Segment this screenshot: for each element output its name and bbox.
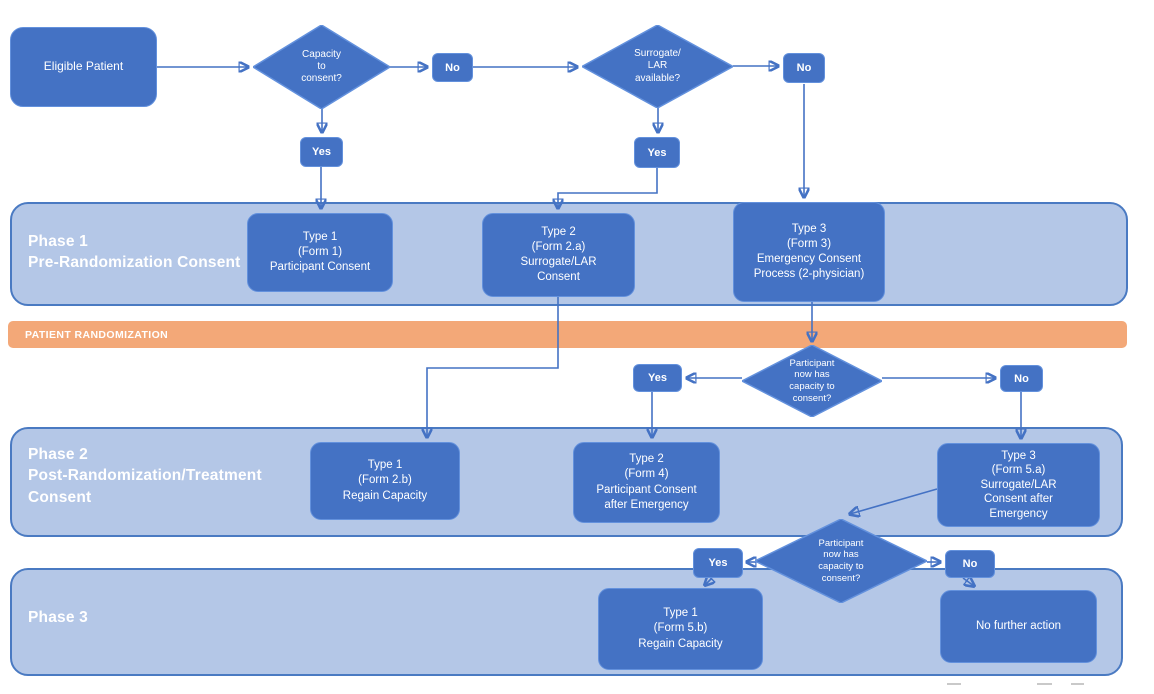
diamond-shape [755, 519, 927, 603]
surrogate-yes-tag: Yes [634, 137, 680, 168]
page-edge-dash [1037, 683, 1052, 685]
patient-randomization-label: PATIENT RANDOMIZATION [25, 328, 169, 341]
diamond-shape [582, 25, 733, 108]
capacity-decision: Capacity to consent? [253, 25, 390, 109]
patient-randomization-banner: PATIENT RANDOMIZATION [8, 321, 1127, 348]
no-further-action-node: No further action [940, 590, 1097, 663]
phase3-title: Phase 3 [28, 609, 88, 626]
phase2-title: Phase 2 Post-Randomization/Treatment Con… [28, 446, 262, 506]
capacity-post-randomization-label: Participant now has capacity to consent? [789, 357, 835, 404]
capacity-post-randomization-decision: Participant now has capacity to consent? [742, 345, 882, 417]
capacity-phase3-label: Participant now has capacity to consent? [818, 537, 864, 584]
type3-form5a-node: Type 3 (Form 5.a) Surrogate/LAR Consent … [937, 443, 1100, 527]
diamond-shape [742, 345, 882, 417]
eligible-patient-node: Eligible Patient [10, 27, 157, 107]
post-randomization-no-tag: No [1000, 365, 1043, 392]
phase3-band [10, 568, 1123, 676]
phase1-title: Phase 1 Pre-Randomization Consent [28, 233, 241, 272]
type1-form1-node: Type 1 (Form 1) Participant Consent [247, 213, 393, 292]
type1-form2b-node: Type 1 (Form 2.b) Regain Capacity [310, 442, 460, 520]
capacity-no-tag: No [432, 53, 473, 82]
page-edge-dash [947, 683, 961, 685]
capacity-decision-label: Capacity to consent? [301, 48, 342, 85]
diamond-shape [253, 25, 390, 109]
phase3-yes-tag: Yes [693, 548, 743, 578]
type2-form4-node: Type 2 (Form 4) Participant Consent afte… [573, 442, 720, 523]
post-randomization-yes-tag: Yes [633, 364, 682, 392]
type1-form5b-node: Type 1 (Form 5.b) Regain Capacity [598, 588, 763, 670]
surrogate-no-tag: No [783, 53, 825, 83]
type2-form2a-node: Type 2 (Form 2.a) Surrogate/LAR Consent [482, 213, 635, 297]
surrogate-decision-label: Surrogate/ LAR available? [634, 48, 681, 84]
edge-type2-form2a-to-type1-form2b [427, 297, 559, 437]
surrogate-decision: Surrogate/ LAR available? [582, 25, 733, 108]
phase3-no-tag: No [945, 550, 995, 578]
capacity-yes-tag: Yes [300, 137, 343, 167]
page-edge-dash [1071, 683, 1084, 685]
capacity-phase3-decision: Participant now has capacity to consent? [755, 519, 927, 603]
type3-form3-node: Type 3 (Form 3) Emergency Consent Proces… [733, 202, 885, 302]
